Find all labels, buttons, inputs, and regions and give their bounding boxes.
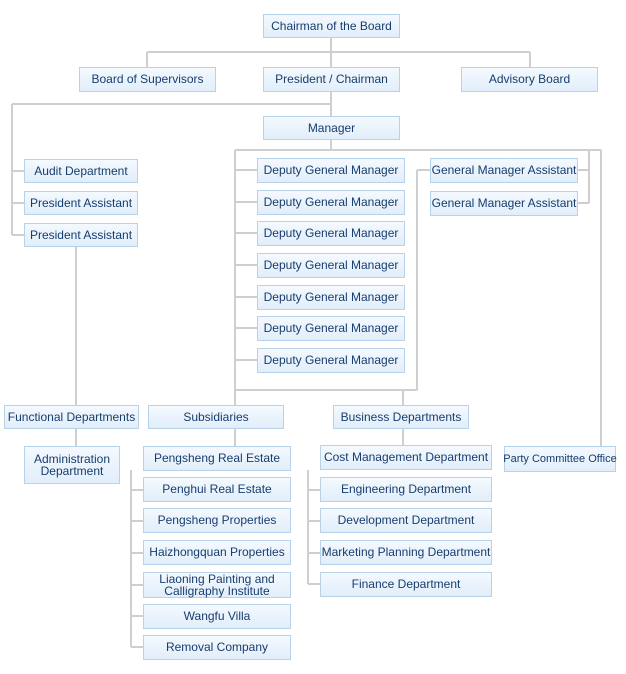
business-department-box: Cost Management Department bbox=[320, 445, 492, 470]
business-department-box: Marketing Planning Department bbox=[320, 540, 492, 565]
deputy-general-manager-box: Deputy General Manager bbox=[257, 285, 405, 310]
general-manager-assistant-box: General Manager Assistant bbox=[430, 191, 578, 216]
deputy-general-manager-box: Deputy General Manager bbox=[257, 221, 405, 246]
deputy-general-manager-box: Deputy General Manager bbox=[257, 348, 405, 373]
board-of-supervisors-box: Board of Supervisors bbox=[79, 67, 216, 92]
business-department-box: Development Department bbox=[320, 508, 492, 533]
business-departments-box: Business Departments bbox=[333, 405, 469, 429]
subsidiary-box: Wangfu Villa bbox=[143, 604, 291, 629]
party-committee-office-box: Party Committee Office bbox=[503, 446, 617, 472]
subsidiaries-box: Subsidiaries bbox=[148, 405, 284, 429]
deputy-general-manager-box: Deputy General Manager bbox=[257, 190, 405, 215]
subsidiary-box: Pengsheng Real Estate bbox=[143, 446, 291, 471]
deputy-general-manager-box: Deputy General Manager bbox=[257, 253, 405, 278]
subsidiary-box: Penghui Real Estate bbox=[143, 477, 291, 502]
deputy-general-manager-box: Deputy General Manager bbox=[257, 158, 405, 183]
business-department-box: Engineering Department bbox=[320, 477, 492, 502]
subsidiary-box: Removal Company bbox=[143, 635, 291, 660]
subsidiary-box: Pengsheng Properties bbox=[143, 508, 291, 533]
advisory-board-box: Advisory Board bbox=[461, 67, 598, 92]
functional-departments-box: Functional Departments bbox=[4, 405, 139, 429]
president-assistant-box: President Assistant bbox=[24, 191, 138, 215]
general-manager-assistant-box: General Manager Assistant bbox=[430, 158, 578, 183]
audit-department-box: Audit Department bbox=[24, 159, 138, 183]
subsidiary-box: Haizhongquan Properties bbox=[143, 540, 291, 565]
subsidiary-box: Liaoning Painting and Calligraphy Instit… bbox=[143, 572, 291, 598]
deputy-general-manager-box: Deputy General Manager bbox=[257, 316, 405, 341]
president-box: President / Chairman bbox=[263, 67, 400, 92]
manager-box: Manager bbox=[263, 116, 400, 140]
president-assistant-box: President Assistant bbox=[24, 223, 138, 247]
business-department-box: Finance Department bbox=[320, 572, 492, 597]
chairman-box: Chairman of the Board bbox=[263, 14, 400, 38]
administration-department-box: Administration Department bbox=[24, 446, 120, 484]
